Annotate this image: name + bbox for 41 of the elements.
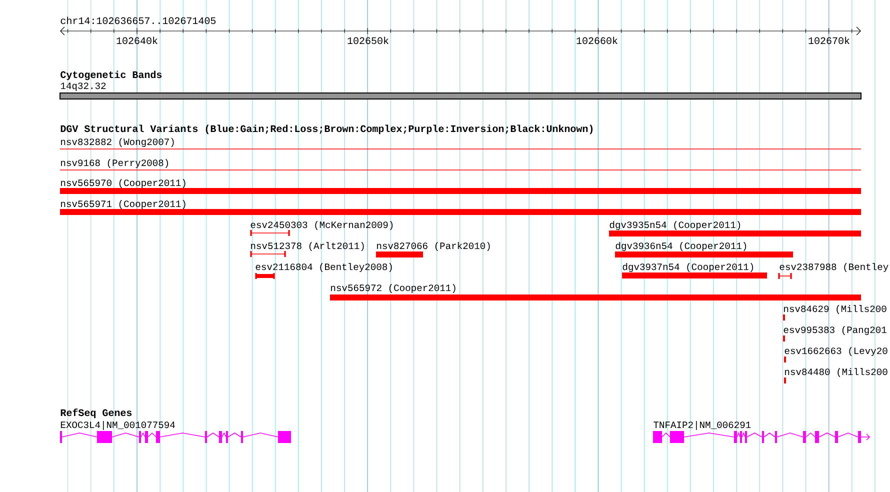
variant-bar: esv2450303 (McKernan2009) [250,221,393,237]
variant-bar: nsv832882 (Wong2007) [60,138,862,150]
variant-bar: nsv565972 (Cooper2011) [330,284,862,300]
variant-bar: esv995383 (Pang201 [783,326,886,342]
node-label: 14q32.32 [60,82,106,91]
node-label: nsv827066 (Park2010) [377,242,490,251]
variant-bar: nsv512378 (Arlt2011) [250,242,364,258]
variant-bar: esv2387988 (Bentley [778,263,888,280]
variant-bar: dgv3936n54 (Cooper2011) [615,242,794,258]
variant-bar: nsv84629 (Mills200 [783,305,886,320]
tick-label: 102670k [808,36,850,44]
node-label: nsv84480 (Mills200 [785,368,888,377]
gene-model: TNFAIP2|NM_006291 [653,421,870,443]
variant-bar: nsv9168 (Perry2008) [60,159,862,170]
node-label: nsv565972 (Cooper2011) [331,284,456,293]
tick-label: 102650k [348,36,388,44]
variant-bar: nsv827066 (Park2010) [376,242,490,258]
node-label: esv1662663 (Levy20 [784,347,888,356]
variant-bar: dgv3935n54 (Cooper2011) [609,221,862,236]
node-label: TNFAIP2|NM_006291 [654,421,751,430]
node-label: esv995383 (Pang201 [784,326,886,335]
node-label: nsv84629 (Mills200 [784,305,886,314]
track-title: DGV Structural Variants (Blue:Gain;Red:Loss;Brown:Complex;Purple:Inversion;Black:Unknown) [60,124,593,134]
tick-label: 102640k [116,36,158,44]
variant-bar: nsv565970 (Cooper2011) [60,179,862,194]
coordinate-label: chr14:102636657..102671405 [60,16,216,24]
variant-bar: nsv84480 (Mills200 [784,368,888,384]
node-label: dgv3937n54 (Cooper2011) [622,263,754,272]
node-label: EXOC3L4|NM_001077594 [60,421,175,430]
variant-bar: nsv565971 (Cooper2011) [60,200,862,215]
variant-bar: esv1662663 (Levy20 [784,347,888,362]
tick-label: 102660k [576,36,618,44]
node-label: dgv3936n54 (Cooper2011) [616,242,746,251]
node-label: nsv565970 (Cooper2011) [61,179,186,188]
variant-bar: esv2116804 (Bentley2008) [255,263,392,280]
variant-bar: dgv3937n54 (Cooper2011) [622,263,768,278]
node-label: nsv565971 (Cooper2011) [61,200,186,209]
track-title: Cytogenetic Bands [60,70,162,80]
node-label: dgv3935n54 (Cooper2011) [610,221,740,230]
cytoband-bar: 14q32.32 [60,82,862,100]
gene-model: EXOC3L4|NM_001077594 [60,421,291,443]
